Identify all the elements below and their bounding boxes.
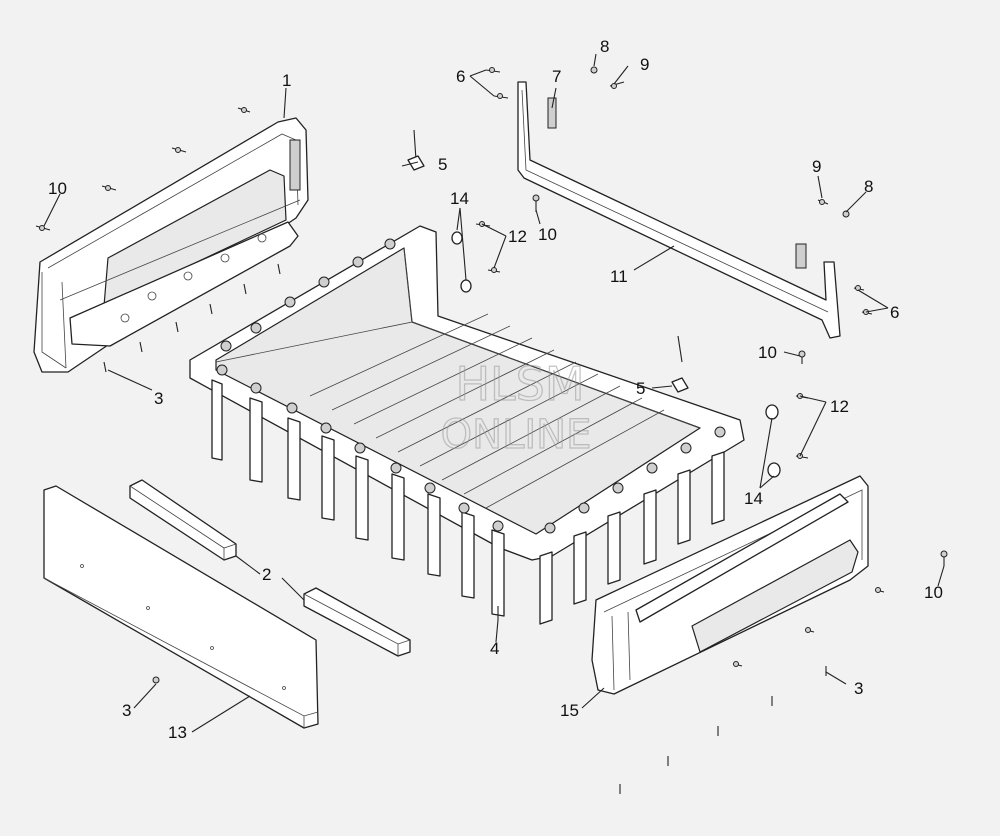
callout-3: 3 <box>854 679 863 698</box>
callout-4: 4 <box>490 639 499 658</box>
callout-8: 8 <box>600 37 609 56</box>
part-1-left-side-rail <box>33 117 309 373</box>
part-4-bed-tub <box>189 225 745 625</box>
callout-12: 12 <box>508 227 527 246</box>
callout-6: 6 <box>890 303 899 322</box>
callout-2: 2 <box>262 565 271 584</box>
callout-9: 9 <box>812 157 821 176</box>
callout-9: 9 <box>640 55 649 74</box>
callout-10: 10 <box>924 583 943 602</box>
callout-14: 14 <box>744 489 763 508</box>
callout-3: 3 <box>122 701 131 720</box>
callout-10: 10 <box>48 179 67 198</box>
callout-11: 11 <box>610 267 628 286</box>
callout-3: 3 <box>154 389 163 408</box>
callout-5: 5 <box>438 155 447 174</box>
callout-13: 13 <box>168 723 187 742</box>
callout-1: 1 <box>282 71 291 90</box>
callout-6: 6 <box>456 67 465 86</box>
part-15-right-front-rail <box>591 475 869 695</box>
watermark-line2: ONLINE <box>441 412 592 458</box>
callout-8: 8 <box>864 177 873 196</box>
callout-5: 5 <box>636 379 645 398</box>
callout-7: 7 <box>552 67 561 86</box>
watermark: HLSM ONLINE <box>440 356 592 458</box>
callout-12: 12 <box>830 397 849 416</box>
callout-10: 10 <box>538 225 557 244</box>
part-13-panel <box>43 485 319 729</box>
watermark-line1: HLSM <box>455 357 584 411</box>
callout-15: 15 <box>560 701 579 720</box>
part-11-u-bracket <box>517 81 841 339</box>
callout-10: 10 <box>758 343 777 362</box>
callouts: 1 2 3 3 3 4 5 5 6 6 7 8 8 9 9 10 10 10 1… <box>48 37 943 742</box>
leader-lines <box>43 53 945 733</box>
callout-14: 14 <box>450 189 469 208</box>
